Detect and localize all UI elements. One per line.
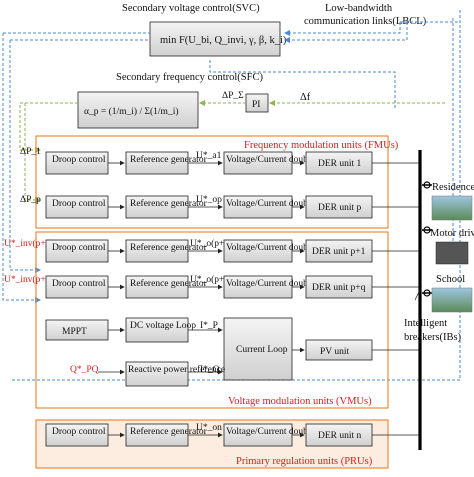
fmu-row1-dp: ΔP_1: [20, 147, 41, 157]
sfc-alpha-formula: α_p = (1/m_i) / Σ(1/m_i): [84, 106, 179, 117]
vmu-row1-uinv: U*_inv(p+1): [4, 238, 54, 249]
pru-vc: Voltage/Current double Loop: [226, 427, 337, 437]
fmu-rowp-dp: ΔP_p: [20, 195, 41, 205]
fmu-rowp-ref: Reference generator: [130, 198, 208, 209]
pru-der: DER unit n: [318, 431, 362, 441]
vmu-rowq-u: U*_o(p+q): [190, 274, 232, 285]
svc-feedback-link: [2, 33, 41, 303]
ib-label-line2: breakers(IBs): [404, 332, 462, 343]
svc-feedback-link-2: [9, 40, 41, 273]
residence-image: [431, 195, 473, 221]
vmu-rowq-ref: Reference generator: [130, 278, 208, 289]
motor-label: Motor drive: [430, 228, 474, 239]
vmu-title: Voltage modulation units (VMUs): [228, 396, 372, 407]
lbcl-label-line2: communication links(LBCL): [304, 16, 427, 27]
ib-pointer: [414, 289, 421, 301]
vmu-row1-ref: Reference generator: [130, 242, 208, 253]
residence-label: Residence: [432, 182, 474, 193]
school-image: [431, 287, 473, 313]
fmu-rowp-vc: Voltage/Current double Loop: [226, 199, 337, 209]
svc-to-sfc: [209, 60, 396, 110]
fmu-title: Frequency modulation units (FMUs): [244, 140, 399, 151]
pv-unit-label: PV unit: [320, 347, 349, 357]
qpq-label: Q*_PQ: [70, 365, 99, 375]
vmu-rowq-droop: Droop control: [52, 279, 106, 289]
reactive-box: [125, 361, 189, 387]
vmu-rowq-uinv: U*_inv(p+q): [4, 274, 54, 285]
ib-label-line1: Intelligent: [404, 318, 447, 329]
sfc-title: Secondary frequency control(SFC): [116, 72, 263, 83]
reactive-label: Reactive power reference: [128, 364, 225, 375]
pru-title: Primary regulation units (PRUs): [236, 456, 373, 467]
svc-optimizer-box: [149, 21, 281, 57]
sfc-pi-label: PI: [252, 100, 260, 110]
pru-ref: Reference generator: [130, 426, 208, 437]
svc-formula: min F(U_bi, Q_invi, γ, β, k_i): [160, 35, 287, 46]
alpha-to-fmup: [24, 103, 41, 203]
lbcl-to-svc-2: [284, 22, 408, 43]
fmu-section: [35, 135, 389, 229]
motor-image: [435, 241, 469, 265]
fmu-row1-droop: Droop control: [52, 155, 106, 165]
vmu-row1-der: DER unit p+1: [312, 247, 366, 257]
fmu-rowp-droop: Droop control: [52, 199, 106, 209]
iq-label: I*_Q: [200, 365, 220, 375]
dc-loop-box: [125, 317, 189, 343]
vmu-rowq-vc: Voltage/Current double Loop: [226, 279, 337, 289]
alpha-to-fmu1: [19, 102, 78, 153]
ip-label: I*_P: [200, 321, 218, 331]
fmu-row1-der: DER unit 1: [318, 159, 362, 169]
current-loop-label: Current Loop: [236, 345, 288, 355]
fmu-row1-u: U*_a1: [196, 151, 222, 161]
lbcl-to-svc: [284, 22, 401, 36]
vmu-row1-vc: Voltage/Current double Loop: [226, 243, 337, 253]
pru-u: U*_on: [196, 423, 222, 433]
fmu-row1-ref: Reference generator: [130, 154, 208, 165]
dc-loop-label: DC voltage Loop: [130, 321, 196, 331]
fmu-rowp-der: DER unit p: [318, 203, 362, 213]
current-loop-box: [223, 317, 293, 381]
fmu-rowp-u: U*_op: [196, 195, 222, 205]
fmu-row1-vc: Voltage/Current double Loop: [226, 155, 337, 165]
mppt-label: MPPT: [62, 327, 87, 337]
sfc-delta-f: Δf: [300, 92, 311, 103]
lbcl-label-line1: Low-bandwidth: [325, 3, 393, 14]
sfc-alpha-box: [77, 91, 199, 129]
svc-title: Secondary voltage control(SVC): [122, 3, 260, 14]
vmu-row1-droop: Droop control: [52, 243, 106, 253]
sfc-delta-p: ΔP_Σ: [222, 91, 244, 101]
school-label: School: [436, 274, 465, 285]
pru-droop: Droop control: [52, 427, 106, 437]
vmu-rowq-der: DER unit p+q: [312, 283, 366, 293]
vmu-section: [35, 231, 389, 409]
vmu-row1-u: U*_o(p+1): [190, 238, 232, 249]
